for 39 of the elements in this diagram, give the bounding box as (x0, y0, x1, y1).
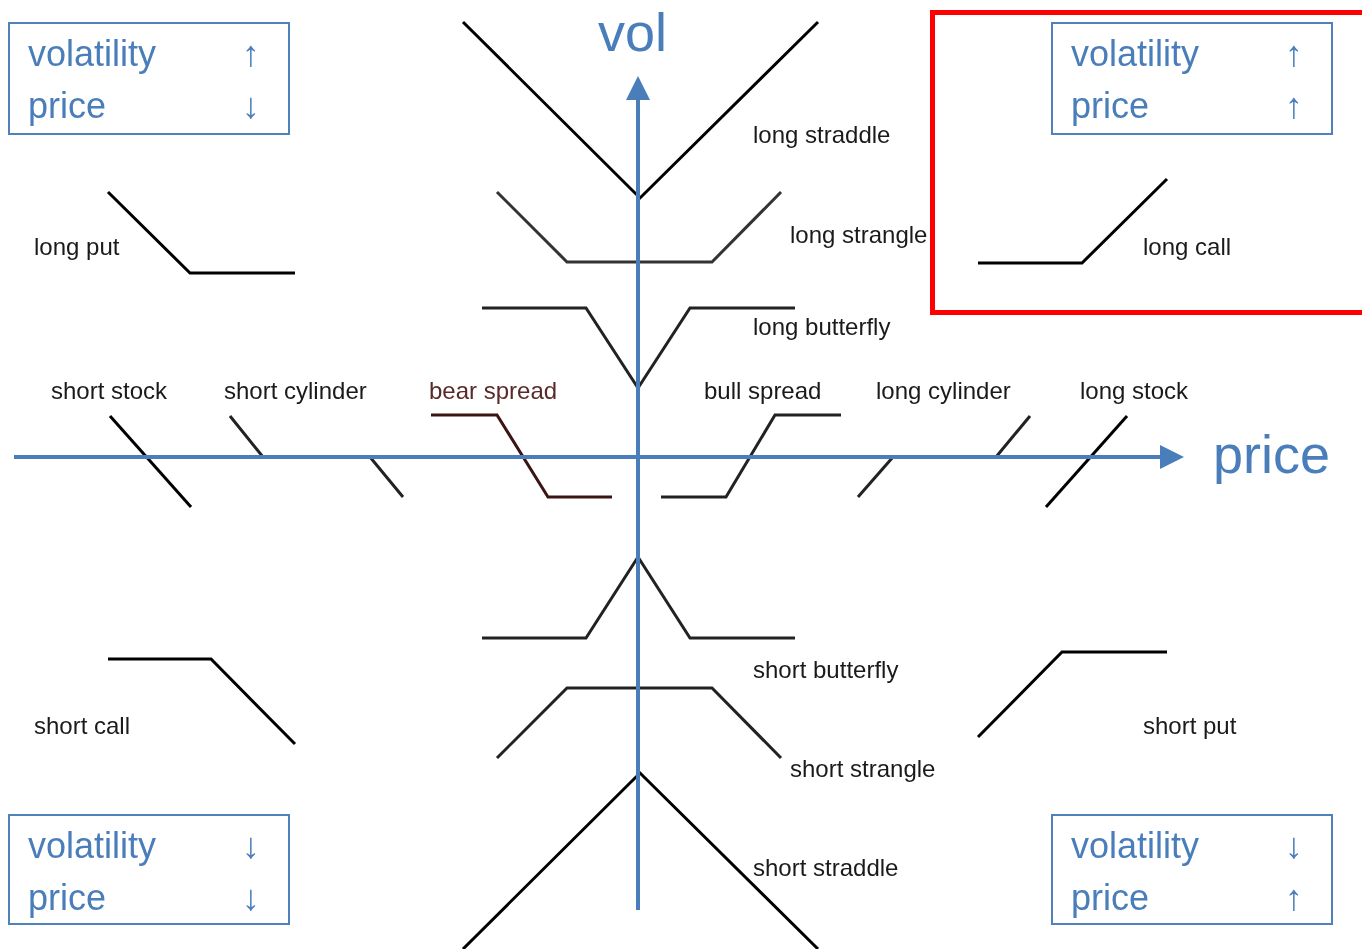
legend-box (8, 814, 290, 925)
strategy-label: bull spread (704, 377, 822, 405)
strategy-label: long put (34, 233, 120, 261)
quadrant-label: volatility (1071, 32, 1201, 76)
arrow-glyph: ↓ (242, 876, 261, 920)
quadrant-label: volatility (28, 824, 158, 868)
quadrant-label: price (1071, 876, 1151, 920)
arrow-glyph: ↓ (242, 84, 261, 128)
arrow-glyph: ↓ (1285, 824, 1304, 868)
quadrant-label: price (28, 84, 108, 128)
strategy-label: short call (34, 712, 131, 740)
arrow-glyph: ↓ (242, 824, 261, 868)
strategy-label: long stock (1080, 377, 1189, 405)
strategy-label: long call (1143, 233, 1232, 261)
strategy-label: long cylinder (876, 377, 1011, 405)
strategy-label: long strangle (790, 221, 928, 249)
quadrant-label: volatility (28, 32, 158, 76)
arrow-glyph: ↑ (242, 32, 261, 76)
strategy-label: long butterfly (753, 313, 891, 341)
strategy-label: bear spread (429, 377, 558, 405)
axis-label: vol (598, 2, 668, 62)
arrow-glyph: ↑ (1285, 32, 1304, 76)
quadrant-label: price (28, 876, 108, 920)
strategy-label: short put (1143, 712, 1237, 740)
strategy-label: short stock (51, 377, 168, 405)
arrow-glyph: ↑ (1285, 876, 1304, 920)
quadrant-label: volatility (1071, 824, 1201, 868)
strategy-label: short straddle (753, 854, 899, 882)
quadrant-label: price (1071, 84, 1151, 128)
axis-label: price (1213, 424, 1331, 484)
strategy-label: short cylinder (224, 377, 367, 405)
arrow-glyph: ↑ (1285, 84, 1304, 128)
strategy-label: short strangle (790, 755, 936, 783)
legend-box (8, 22, 290, 135)
legend-box (1051, 814, 1333, 925)
strategy-label: long straddle (753, 121, 891, 149)
strategy-label: short butterfly (753, 656, 899, 684)
legend-box (1051, 22, 1333, 135)
highlight-frame (930, 10, 1362, 315)
